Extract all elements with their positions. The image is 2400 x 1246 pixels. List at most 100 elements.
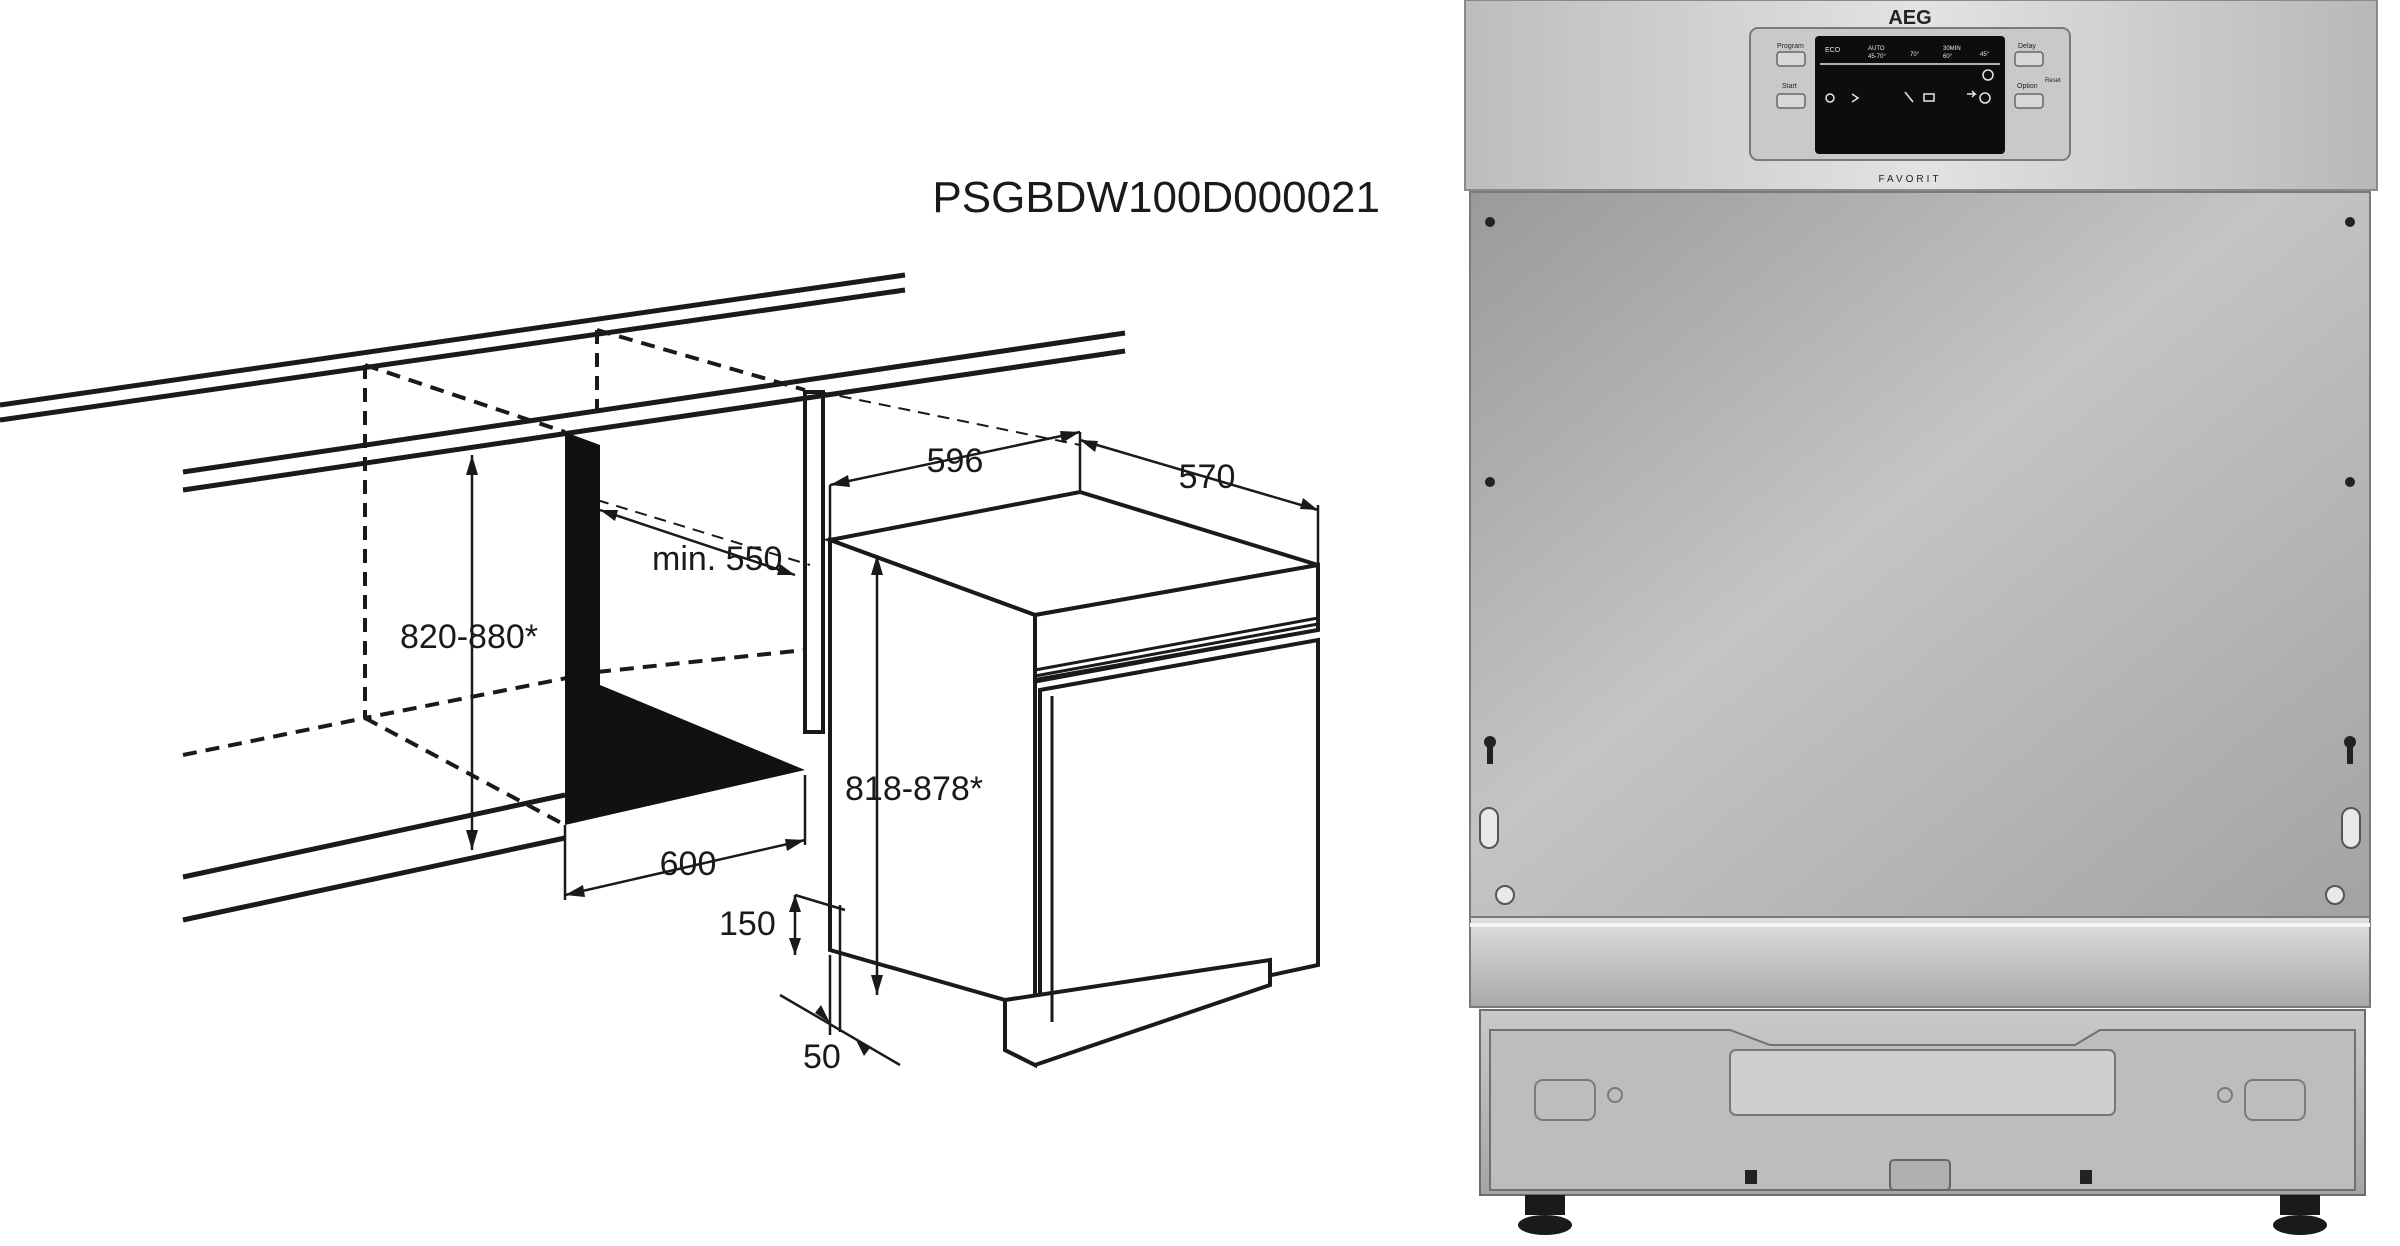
panel-trim-line — [1034, 628, 1319, 684]
dim-line-plinth-depth — [779, 993, 901, 1067]
dim-line-depth — [1079, 438, 1319, 512]
dim-arrow — [1080, 440, 1098, 452]
dim-arrow — [466, 455, 478, 475]
panel-trim-line — [1034, 616, 1319, 672]
timer-icon — [1982, 69, 1994, 81]
dim-line-niche-width — [564, 838, 806, 897]
dim-line-width — [829, 430, 1081, 487]
dim-ext-line — [794, 893, 846, 912]
screw-hole — [1485, 217, 1495, 227]
appliance-height-label: 818-878* — [845, 770, 983, 808]
worktop-line — [182, 330, 1126, 475]
dim-arrow — [600, 510, 618, 521]
niche-dashed-line — [596, 328, 806, 392]
door-bottom-rail — [1469, 916, 2371, 1008]
dim-arrow — [1300, 498, 1318, 510]
chassis-recess — [1729, 1049, 2116, 1116]
dim-line-min-depth — [599, 508, 796, 577]
program-eco: ECO — [1825, 47, 1841, 54]
chassis-rivet — [1607, 1087, 1623, 1103]
plinth-depth-label: 50 — [803, 1038, 841, 1076]
niche-dashed-line — [364, 363, 566, 434]
niche-side-wall — [565, 432, 805, 825]
dishwasher-plinth — [1003, 957, 1272, 1068]
delay-button[interactable] — [2014, 51, 2044, 67]
dim-arrow — [815, 1005, 830, 1023]
option-button[interactable] — [2014, 93, 2044, 109]
option-button-label: Option — [2017, 83, 2038, 90]
panel-trim-line — [1034, 622, 1319, 678]
screw-hole — [2345, 217, 2355, 227]
display-screen — [1815, 36, 2005, 154]
keyhole-slot — [1487, 742, 1493, 764]
dim-arrow — [785, 839, 805, 851]
dim-arrow — [871, 975, 883, 995]
mount-hole — [2325, 885, 2345, 905]
auto-off-icon — [1825, 93, 1835, 103]
niche-width-label: 600 — [660, 845, 717, 883]
program-button[interactable] — [1776, 51, 1806, 67]
adjustable-foot — [2280, 1195, 2320, 1215]
dim-arrow — [789, 938, 801, 955]
program-quick-temp: 60° — [1943, 54, 1953, 60]
brand-logo: AEG — [1888, 7, 1931, 29]
niche-dashed-line — [364, 670, 598, 720]
drain-outlet — [1889, 1159, 1951, 1191]
screw-hole — [1485, 477, 1495, 487]
reset-icon — [1979, 92, 1991, 104]
width-label: 596 — [927, 442, 984, 480]
dim-arrow — [466, 830, 478, 850]
floor-line — [182, 835, 566, 923]
dim-arrow — [777, 564, 795, 575]
reset-label: Reset — [2045, 78, 2061, 84]
plinth-height-label: 150 — [719, 905, 776, 943]
delay-button-label: Delay — [2018, 43, 2036, 50]
machine-care-icon — [1923, 93, 1935, 102]
worktop-line — [182, 348, 1126, 493]
program-intensive-temp: 70° — [1910, 52, 1920, 58]
dim-arrow — [830, 475, 850, 487]
program-quick-label: 30MIN — [1943, 46, 1961, 52]
hinge-slot — [2341, 807, 2361, 849]
adjustable-foot-pad — [1518, 1215, 1572, 1235]
program-glass-temp: 45° — [1980, 52, 1990, 58]
floor-line — [182, 792, 566, 880]
screw-hole — [2345, 477, 2355, 487]
program-auto-temp: 45-70° — [1868, 54, 1886, 60]
worktop-line — [0, 272, 906, 408]
dim-arrow — [871, 555, 883, 575]
start-button[interactable] — [1776, 93, 1806, 109]
chassis-clip — [2080, 1170, 2092, 1184]
delay-start-icon — [1967, 90, 1977, 98]
door-panel — [1469, 191, 2371, 918]
dim-arrow — [855, 1038, 870, 1056]
keyhole-slot — [2347, 742, 2353, 764]
start-button-label: Start — [1782, 83, 1797, 90]
chassis-cutout — [1534, 1079, 1596, 1121]
series-label: FAVORIT — [1878, 174, 1941, 185]
mount-hole — [1495, 885, 1515, 905]
dim-arrow — [565, 885, 585, 897]
dishwasher-door — [1038, 637, 1320, 1028]
depth-dashed-line — [596, 499, 811, 566]
niche-dashed-line — [596, 648, 806, 674]
hinge-slot — [1479, 807, 1499, 849]
rinse-aid-icon — [1904, 91, 1914, 103]
dim-arrow — [789, 895, 801, 912]
model-code-label: PSGBDW100D000021 — [932, 173, 1380, 222]
chassis-clip — [1745, 1170, 1757, 1184]
program-auto-label: AUTO — [1868, 46, 1885, 52]
extra-dry-icon — [1851, 93, 1860, 103]
installation-drawing: PSGBDW100D000021 820-880* 818-878* 596 5… — [0, 173, 1380, 1076]
cabinet-side-panel — [803, 390, 825, 734]
adjustable-foot-pad — [2273, 1215, 2327, 1235]
chassis-cutout — [2244, 1079, 2306, 1121]
min-depth-label: min. 550 — [652, 540, 782, 578]
program-button-label: Program — [1777, 43, 1804, 50]
niche-dashed-line — [182, 716, 366, 757]
dishwasher-product-image: AEG FAVORIT ECO AUTO 45-70° 70° 30MIN 60… — [1464, 0, 2378, 1235]
dim-arrow — [1060, 431, 1080, 443]
depth-dashed-line — [819, 391, 1081, 446]
depth-label: 570 — [1179, 458, 1236, 496]
chassis-rivet — [2217, 1087, 2233, 1103]
